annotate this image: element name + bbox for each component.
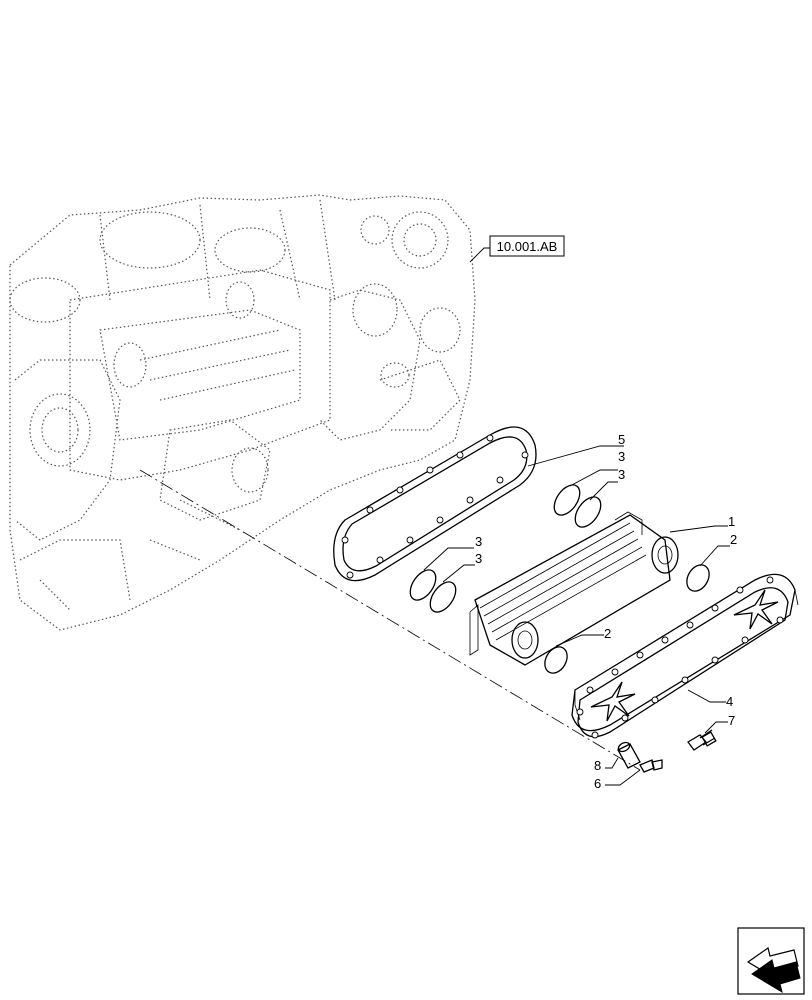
gasket-part-5 xyxy=(333,426,537,582)
callout-5: 5 xyxy=(618,432,625,447)
o-ring-part-3-lower xyxy=(409,569,457,613)
engine-block-phantom xyxy=(9,194,476,631)
reference-label: 10.001.AB xyxy=(497,239,558,254)
callout-8: 8 xyxy=(594,758,601,773)
callout-3: 3 xyxy=(475,551,482,566)
return-arrow-icon[interactable] xyxy=(737,927,805,995)
screw-part-6 xyxy=(639,759,663,773)
callout-labels: 5 3 3 1 2 3 3 2 4 7 8 6 xyxy=(475,432,737,791)
callout-2: 2 xyxy=(730,532,737,547)
callout-2: 2 xyxy=(604,626,611,641)
leader-lines xyxy=(423,445,730,786)
callout-3: 3 xyxy=(618,467,625,482)
callout-6: 6 xyxy=(594,776,601,791)
oil-cooler-part-1 xyxy=(469,511,679,666)
o-ring-part-3-upper xyxy=(553,484,602,528)
callout-3: 3 xyxy=(618,449,625,464)
callout-1: 1 xyxy=(728,514,735,529)
bolt-part-7 xyxy=(687,729,717,751)
o-ring-part-2 xyxy=(544,564,710,674)
reference-callout[interactable]: 10.001.AB xyxy=(469,235,565,263)
assembly-axis-line xyxy=(139,469,641,771)
dowel-part-8 xyxy=(617,741,641,769)
callout-4: 4 xyxy=(726,694,733,709)
callout-7: 7 xyxy=(728,713,735,728)
cover-part-4 xyxy=(571,573,799,739)
callout-3: 3 xyxy=(475,534,482,549)
